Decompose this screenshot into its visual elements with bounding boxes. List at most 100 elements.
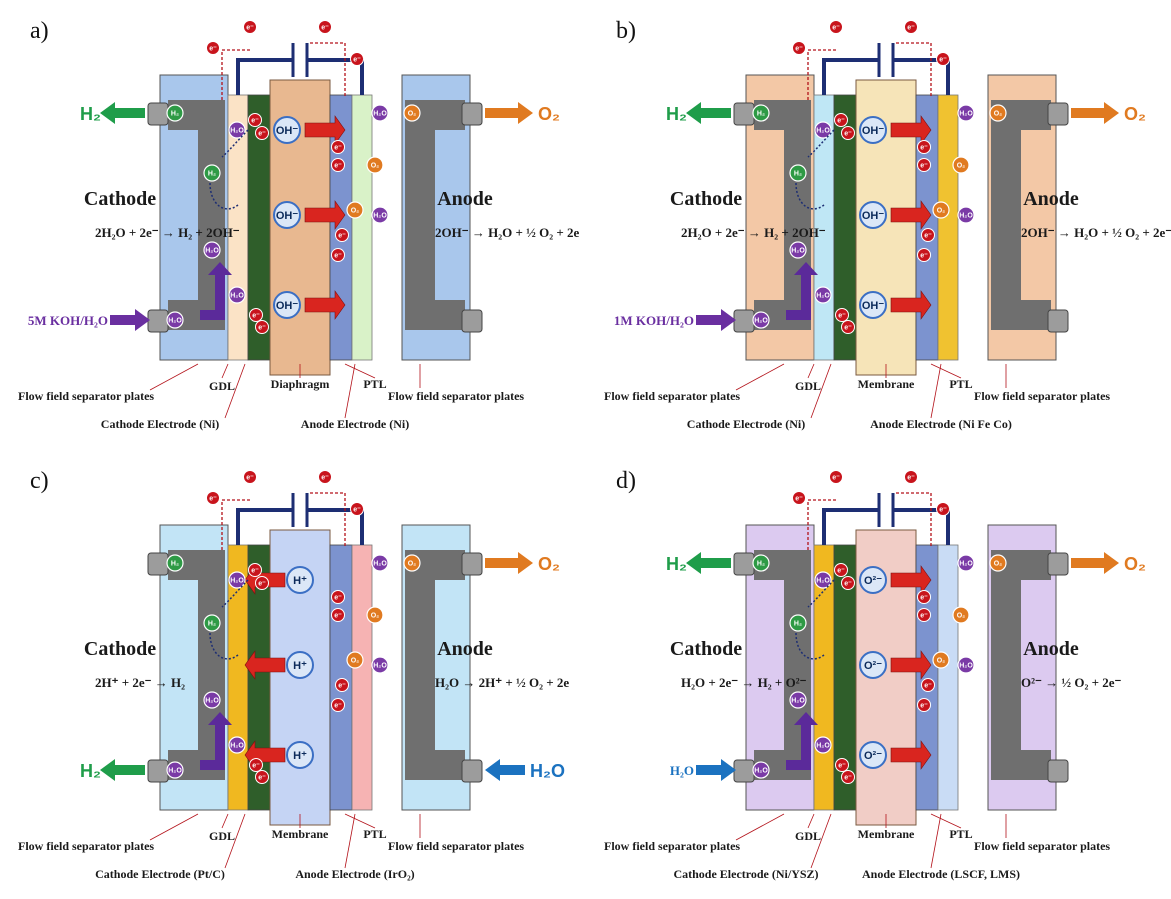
flow-l-arrow bbox=[200, 262, 232, 320]
ion-circle-1 bbox=[859, 651, 887, 679]
ion-label-1: O²⁻ bbox=[864, 660, 882, 672]
h2o-molecule-4 bbox=[957, 104, 975, 122]
h2o-molecule-0 bbox=[228, 121, 246, 139]
h2-molecule-1 bbox=[203, 614, 221, 632]
electron-path-right bbox=[310, 492, 346, 547]
electron-1 bbox=[255, 126, 269, 140]
h2-molecule-1-label: H₂ bbox=[794, 621, 802, 628]
anode-title: Anode bbox=[437, 188, 493, 210]
h2o-molecule-4-label: H₂O bbox=[373, 561, 387, 568]
leader-line-1 bbox=[221, 813, 229, 829]
ion-arrow-0 bbox=[304, 115, 346, 145]
o2-molecule-2-label: O₂ bbox=[351, 208, 360, 215]
h2-dotted-path-2 bbox=[807, 579, 835, 608]
h2-outlet-arrow bbox=[100, 759, 145, 781]
flow-l-arrow bbox=[786, 712, 818, 770]
electron-0 bbox=[834, 563, 848, 577]
ion-circle-1 bbox=[273, 201, 301, 229]
electron-0 bbox=[834, 113, 848, 127]
o2-molecule-2 bbox=[932, 201, 950, 219]
h2-outlet-label: H₂ bbox=[666, 104, 687, 124]
caption-ptl: PTL bbox=[949, 377, 972, 391]
electron-path-right bbox=[896, 492, 932, 547]
leader-line-2 bbox=[810, 363, 832, 419]
leader-line-4 bbox=[344, 813, 376, 829]
o2-outlet-arrow bbox=[485, 552, 533, 574]
h2o-molecule-4-label: H₂O bbox=[373, 111, 387, 118]
ion-label-1: OH⁻ bbox=[276, 210, 299, 222]
leader-line-1 bbox=[807, 813, 815, 829]
o2-molecule-0 bbox=[989, 554, 1007, 572]
anode-title: Anode bbox=[437, 638, 493, 660]
h2-molecule-1 bbox=[789, 164, 807, 182]
leader-line-0 bbox=[149, 813, 199, 841]
o2-outlet-label: O₂ bbox=[1124, 554, 1146, 574]
h2-dotted-path bbox=[795, 182, 825, 210]
electron-5 bbox=[917, 158, 931, 172]
anode-equation: 2OH⁻ → H₂O + ½ O₂ + 2e bbox=[435, 225, 580, 240]
leader-line-4 bbox=[930, 813, 962, 829]
caption-separator: Membrane bbox=[858, 827, 915, 841]
h2-outlet-arrow bbox=[686, 102, 731, 124]
electron-0 bbox=[248, 113, 262, 127]
flow-l-arrow bbox=[786, 262, 818, 320]
h2o-molecule-3 bbox=[228, 286, 246, 304]
ion-label-2: O²⁻ bbox=[864, 750, 882, 762]
h2-molecule-0 bbox=[752, 104, 770, 122]
electron-2 bbox=[249, 758, 263, 772]
right-gas-channel bbox=[405, 100, 465, 330]
h2-molecule-1 bbox=[789, 614, 807, 632]
pipe-left-0 bbox=[733, 552, 755, 576]
pipe-right-1 bbox=[1047, 309, 1069, 333]
anode-equation: O²⁻ → ½ O₂ + 2e⁻ bbox=[1021, 675, 1122, 690]
h2o-molecule-2-label: H₂O bbox=[754, 768, 768, 775]
pipe-left-1 bbox=[733, 309, 755, 333]
h2-dotted-path-2 bbox=[221, 129, 249, 158]
feed-arrow bbox=[696, 309, 736, 331]
electron-2-label: e⁻ bbox=[252, 763, 260, 770]
anode-title: Anode bbox=[1023, 188, 1079, 210]
electron-top-2-label: e⁻ bbox=[907, 475, 915, 482]
pipe-right-0 bbox=[461, 102, 483, 126]
electron-top-4 bbox=[936, 52, 950, 66]
caption-cathode-electrode: Cathode Electrode (Pt/C) bbox=[95, 867, 225, 881]
cathode-title: Cathode bbox=[84, 188, 156, 210]
ion-circle-0 bbox=[286, 566, 314, 594]
electron-top-2 bbox=[318, 20, 332, 34]
h2-molecule-1-label: H₂ bbox=[208, 171, 216, 178]
electron-top-1-label: e⁻ bbox=[832, 25, 840, 32]
h2o-molecule-0-label: H₂O bbox=[230, 578, 244, 585]
ion-circle-1 bbox=[859, 201, 887, 229]
o2-outlet-label: O₂ bbox=[538, 554, 560, 574]
ion-arrow-2 bbox=[890, 290, 932, 320]
electron-6 bbox=[921, 228, 935, 242]
pipe-right-0 bbox=[1047, 552, 1069, 576]
pipe-right-1 bbox=[461, 759, 483, 783]
leader-line-0 bbox=[735, 813, 785, 841]
caption-gdl: GDL bbox=[795, 379, 821, 393]
o2-molecule-1-label: O₂ bbox=[957, 613, 966, 620]
o2-molecule-1 bbox=[952, 606, 970, 624]
ion-arrow-1 bbox=[890, 650, 932, 680]
h2o-molecule-5 bbox=[371, 206, 389, 224]
electron-0-label: e⁻ bbox=[837, 568, 845, 575]
caption-flow-plate-right: Flow field separator plates bbox=[388, 389, 524, 403]
electron-5 bbox=[331, 608, 345, 622]
h2o-molecule-3 bbox=[814, 286, 832, 304]
electron-top-2-label: e⁻ bbox=[321, 25, 329, 32]
o2-outlet-arrow bbox=[485, 102, 533, 124]
o2-molecule-2-label: O₂ bbox=[937, 208, 946, 215]
electron-4-label: e⁻ bbox=[920, 145, 928, 152]
cell-diagram-b: b)e⁻e⁻e⁻e⁻OH⁻OH⁻OH⁻e⁻e⁻e⁻e⁻e⁻e⁻e⁻e⁻H₂H₂H… bbox=[604, 18, 1171, 431]
o2-molecule-0-label: O₂ bbox=[408, 561, 417, 568]
h2o-molecule-1 bbox=[789, 691, 807, 709]
h2o-molecule-5 bbox=[957, 206, 975, 224]
caption-flow-plate-left: Flow field separator plates bbox=[18, 389, 154, 403]
anode-ptl-layer bbox=[937, 544, 959, 811]
o2-molecule-1-label: O₂ bbox=[957, 163, 966, 170]
ion-label-0: OH⁻ bbox=[862, 125, 885, 137]
electron-0-label: e⁻ bbox=[251, 568, 259, 575]
ion-arrow-2 bbox=[890, 740, 932, 770]
caption-flow-plate-right: Flow field separator plates bbox=[974, 389, 1110, 403]
